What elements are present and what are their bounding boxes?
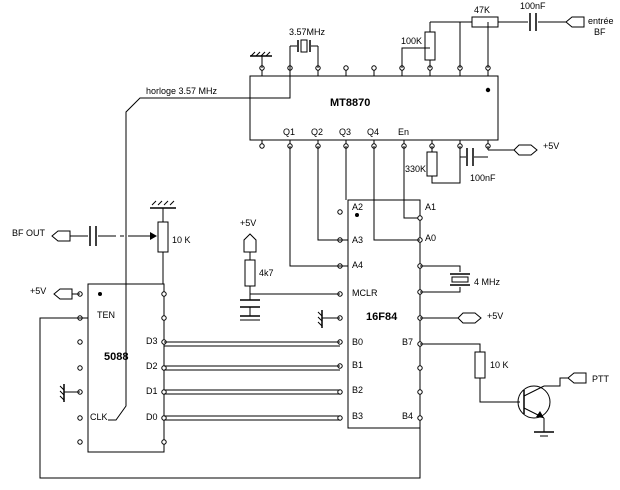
pin-label-q1: Q1: [283, 127, 295, 137]
mt8870-top-pins: [259, 65, 491, 76]
entree-bf-label-1: entrée: [588, 16, 614, 26]
plus5v-connector-mt: [513, 144, 538, 156]
ground-symbol-top: [250, 51, 272, 68]
plus5v-connector-pic: [457, 312, 482, 324]
pic-pin-a0: A0: [425, 233, 436, 243]
ptt-connector: [567, 372, 587, 384]
label-4k7: 4k7: [259, 268, 274, 278]
resistor-4k7: [244, 259, 256, 287]
bf-out-network: BF OUT 10 K: [12, 200, 191, 284]
mt8870-bottom-pins: [259, 140, 491, 149]
pin-label-q2: Q2: [311, 127, 323, 137]
plus5v-connector-mclr: [243, 233, 257, 253]
resistor-47k: [471, 16, 499, 28]
mt8870-label: MT8870: [330, 97, 370, 109]
crystal-label-3-57: 3.57MHz: [289, 27, 326, 37]
plus5v-label-mt: +5V: [543, 141, 559, 151]
crystal-4mhz: 4 MHz: [420, 265, 501, 293]
timing-network: 330K 100nF +5V: [403, 141, 559, 219]
pic-pin-mclr: MCLR: [352, 288, 378, 298]
pic-pin-a3: A3: [352, 235, 363, 245]
data-bus: [164, 341, 340, 421]
label-100nf-top: 100nF: [520, 1, 546, 11]
plus5v-label-pic: +5V: [487, 311, 503, 321]
ptt-label: PTT: [592, 374, 610, 384]
pic-label: 16F84: [366, 311, 398, 323]
clock-wire: horloge 3.57 MHz: [108, 68, 291, 421]
ptt-network: 10 K PTT: [420, 343, 610, 437]
pin-label-q3: Q3: [339, 127, 351, 137]
crystal-label-4mhz: 4 MHz: [474, 277, 501, 287]
pic-pin-b2: B2: [352, 385, 363, 395]
gen-pin-d3: D3: [146, 336, 158, 346]
gen-pin-d1: D1: [146, 386, 158, 396]
pic16f84-chip: 16F84 A2 A3 A4 MCLR B0 B1 B2 B3 A1 A0 B7…: [337, 199, 436, 429]
plus5v-pic: +5V: [420, 311, 503, 324]
ground-symbol-gen: [59, 384, 80, 402]
ten-wire: [39, 317, 421, 479]
gen-pin-clk: CLK: [90, 412, 108, 422]
entree-bf-connector: [565, 16, 585, 28]
pic-pin-a2: A2: [352, 202, 363, 212]
pic-pin-b7: B7: [402, 337, 413, 347]
crystal-3-57mhz: 3.57MHz: [289, 27, 326, 68]
gen-pin-d2: D2: [146, 361, 158, 371]
resistor-10k: [474, 351, 486, 379]
label-100k: 100K: [401, 36, 422, 46]
pic-pin-a4: A4: [352, 260, 363, 270]
label-100nf-bottom: 100nF: [470, 173, 496, 183]
resistor-330k: [426, 151, 438, 177]
gen-label: 5088: [104, 351, 128, 363]
pin-label-q4: Q4: [367, 127, 379, 137]
plus5v-label-mclr: +5V: [240, 218, 256, 228]
label-10k: 10 K: [490, 360, 509, 370]
resistor-100k: [424, 31, 436, 61]
gen-pin-ten: TEN: [97, 310, 115, 320]
gen5088-chip: 5088 TEN D3 D2 D1 D0 CLK: [77, 283, 167, 453]
potentiometer-10k: [157, 221, 169, 253]
mt8870-chip: MT8870 Q1 Q2 Q3 Q4 En: [249, 65, 499, 149]
clock-label: horloge 3.57 MHz: [146, 86, 218, 96]
plus5v-connector-gen: [53, 288, 73, 300]
gen-pin-d0: D0: [146, 412, 158, 422]
plus5v-gen: +5V: [30, 286, 80, 300]
entree-bf-label-2: BF: [594, 27, 606, 37]
bf-out-connector: [51, 230, 71, 242]
q-wires: [289, 146, 420, 267]
pin-label-en: En: [398, 127, 409, 137]
plus5v-label-gen: +5V: [30, 286, 46, 296]
pic-pin-b0: B0: [352, 337, 363, 347]
mclr-network: +5V 4k7: [240, 218, 340, 321]
bf-out-label: BF OUT: [12, 228, 46, 238]
label-47k: 47K: [474, 5, 490, 15]
pic-pin-b3: B3: [352, 411, 363, 421]
ground-symbol-pic: [317, 310, 340, 328]
pic-pin-b4: B4: [402, 411, 413, 421]
label-330k: 330K: [405, 164, 426, 174]
input-network: 100K 47K 100nF entrée BF: [401, 1, 614, 68]
transistor-npn: [517, 385, 551, 419]
label-pot-10k: 10 K: [172, 235, 191, 245]
pic-pin-b1: B1: [352, 360, 363, 370]
pic-pin-a1: A1: [425, 202, 436, 212]
